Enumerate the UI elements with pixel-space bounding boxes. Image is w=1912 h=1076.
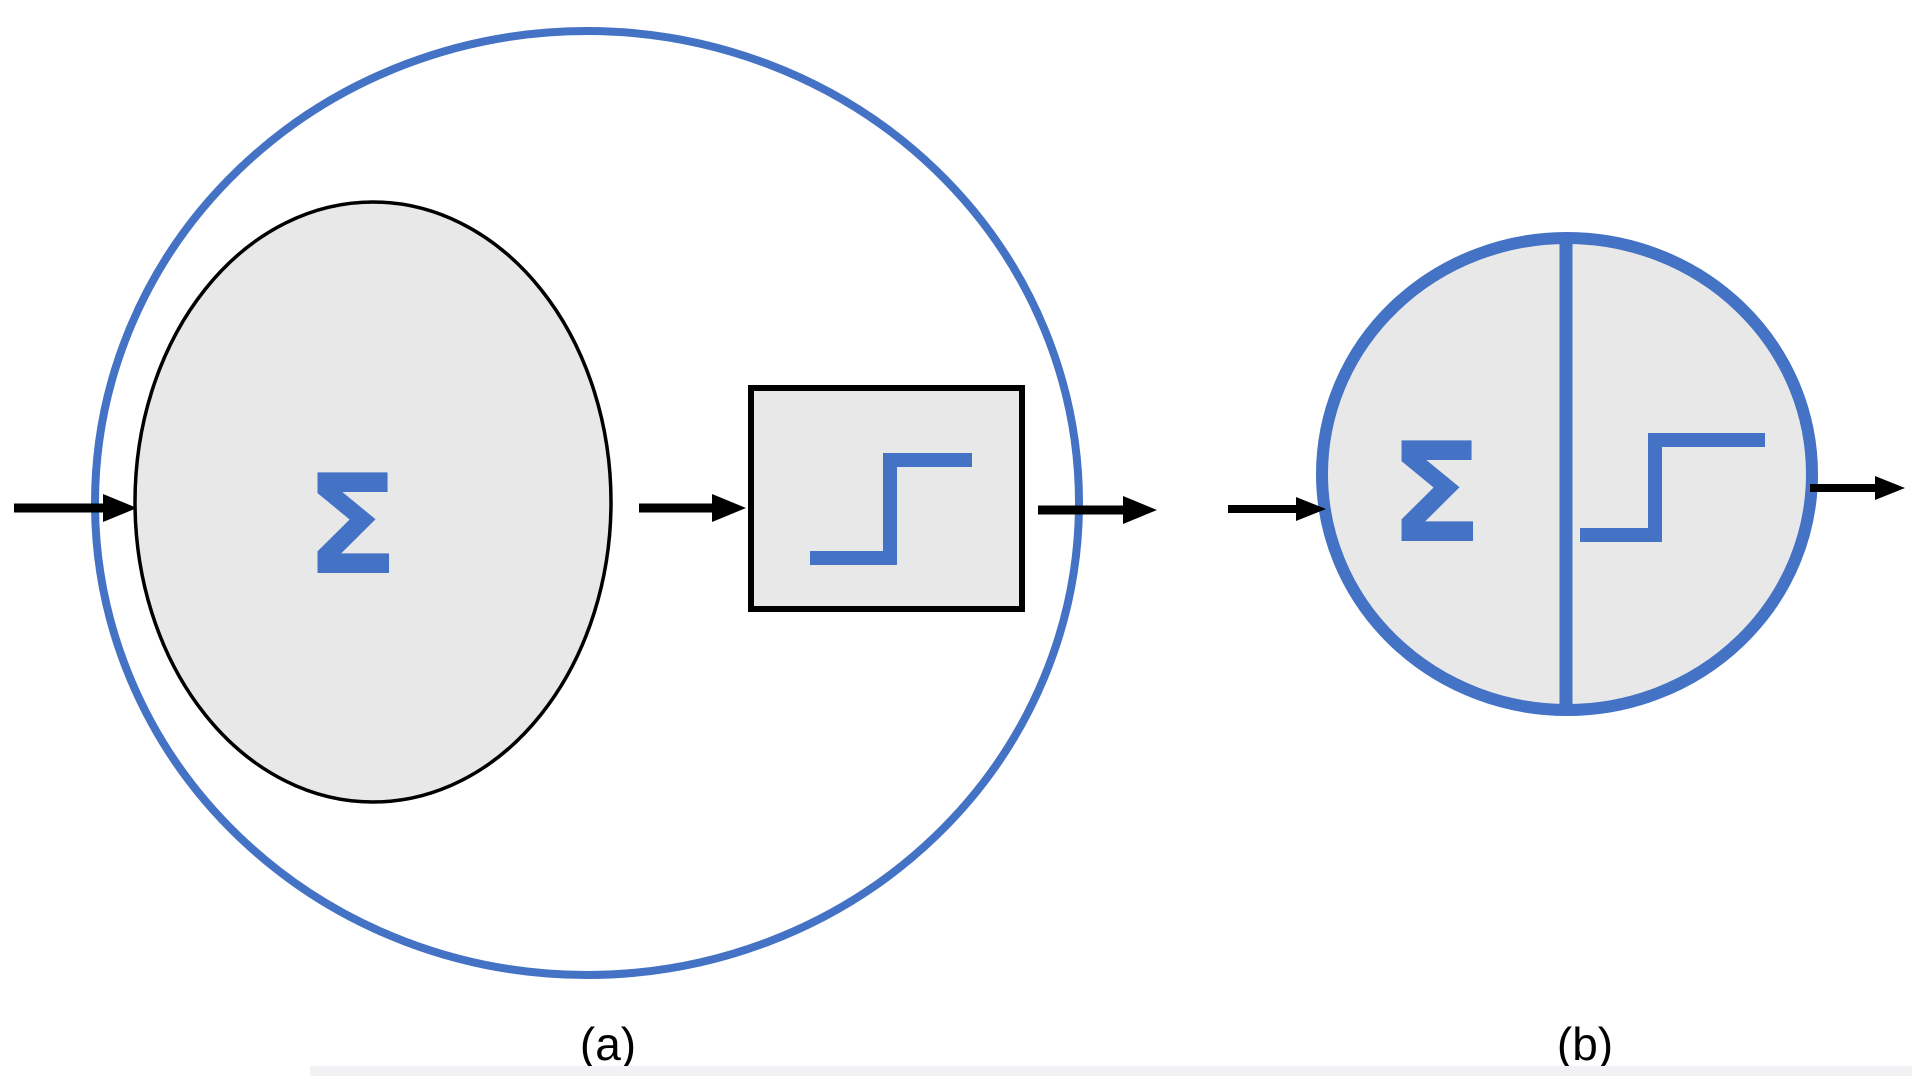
sigma-sum-icon: Σ (305, 445, 399, 606)
arrow-head (103, 494, 137, 522)
step-activation-icon (1580, 433, 1765, 542)
footer-strip (310, 1066, 1912, 1076)
arrow-head (1875, 476, 1905, 500)
output-arrow-b (1810, 476, 1905, 500)
arrow-head (1123, 496, 1157, 524)
panel-b-caption: (b) (1557, 1018, 1613, 1070)
output-arrow-a (1038, 496, 1157, 524)
arrow-head (1296, 497, 1326, 521)
neuron-boundary-circle (91, 27, 1083, 979)
input-arrow-a (14, 494, 137, 522)
panel-a-caption: (a) (580, 1018, 636, 1070)
sigma-sum-icon: Σ (1389, 413, 1483, 574)
internal-arrow-a (639, 494, 746, 522)
panel-a: Σ (a) (14, 27, 1157, 1070)
panel-b: Σ (b) (1228, 232, 1905, 1070)
input-arrow-b (1228, 497, 1326, 521)
arrow-head (712, 494, 746, 522)
step-activation-icon (810, 453, 972, 565)
summation-ellipse (133, 200, 613, 804)
